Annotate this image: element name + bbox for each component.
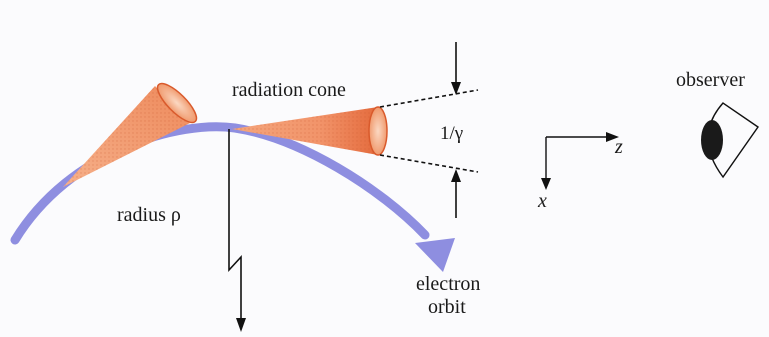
radiation-cone-main xyxy=(232,106,388,156)
radiation-cone-upper xyxy=(63,82,198,187)
electron-orbit-label-line2: orbit xyxy=(428,296,466,318)
axis-x-arrow xyxy=(541,137,551,190)
observer-label: observer xyxy=(676,69,745,91)
orbit-arrowhead xyxy=(415,238,455,272)
radiation-cone-label: radiation cone xyxy=(232,79,346,101)
gamma-arrow-top xyxy=(451,42,461,95)
radius-arrowhead xyxy=(236,318,246,332)
cone-edge-upper xyxy=(379,89,479,108)
cone-edge-lower xyxy=(379,154,479,173)
axis-z-label: z xyxy=(614,136,623,158)
axis-z-arrow xyxy=(546,132,619,142)
one-over-gamma-label: 1/γ xyxy=(440,123,463,144)
radius-label: radius ρ xyxy=(117,204,181,226)
observer-eye-icon xyxy=(701,102,759,179)
gamma-arrow-bottom xyxy=(451,169,461,218)
electron-orbit-label-line1: electron xyxy=(416,273,480,295)
radius-line xyxy=(228,129,242,320)
axis-x-label: x xyxy=(537,190,547,212)
